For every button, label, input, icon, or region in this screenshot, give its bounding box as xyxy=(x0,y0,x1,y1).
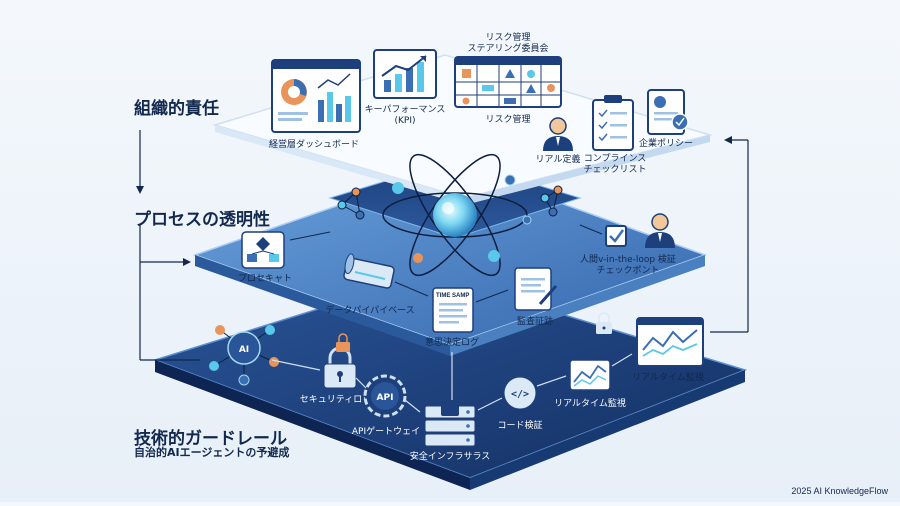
compliance-label-line2: チェックリスト xyxy=(583,164,646,175)
policy-label: 企業ポリシー xyxy=(639,137,693,149)
infra-label: 安全インフラサラス xyxy=(410,450,491,462)
committee-label-line1: リスク管理 xyxy=(485,31,530,43)
person-icon xyxy=(543,117,573,151)
clipboard-icon xyxy=(592,95,634,151)
process-label: プロセキャト xyxy=(238,273,292,284)
committee-grid-icon xyxy=(454,56,562,108)
realtime-label-1: リアルタイム監視 xyxy=(554,397,626,409)
api-gear-icon xyxy=(363,374,407,418)
security-lock-label: セキュリティロック xyxy=(300,394,380,405)
code-check-label: コード検証 xyxy=(497,419,542,431)
checkbox-icon xyxy=(605,225,627,247)
right-connectors xyxy=(710,136,749,333)
layer-title-transparency: プロセスの透明性 xyxy=(134,210,270,230)
hitl-person-icon xyxy=(645,213,675,248)
dashboard-label: 経営層ダッシュボード xyxy=(269,138,359,150)
code-icon: </> xyxy=(503,376,537,410)
policy-doc-icon xyxy=(647,89,689,135)
role-label: リアル定義 xyxy=(536,153,581,165)
gateway-label: APIゲートウェイ xyxy=(352,425,420,437)
audit-doc-icon xyxy=(514,267,558,311)
left-node-cluster xyxy=(337,187,365,220)
hitl-label-line2: チェックポント xyxy=(596,265,659,276)
small-lock-icon xyxy=(336,333,350,352)
right-node-cluster xyxy=(540,185,563,217)
footer-credit: 2025 AI KnowledgeFlow xyxy=(791,486,888,496)
pipeline-icon xyxy=(343,253,395,289)
risk-label: リスク管理 xyxy=(485,113,530,125)
document-icon: TIME SAMP xyxy=(432,287,474,333)
kpi-chart-icon xyxy=(373,49,437,99)
committee-label-line2: ステアリング委員会 xyxy=(467,42,548,54)
monitor-chart-icon-large xyxy=(636,317,704,367)
left-connectors xyxy=(136,130,200,361)
atom-core-icon xyxy=(382,153,532,277)
middle-arrows xyxy=(289,224,603,303)
kpi-label-line1: キーパフォーマンス xyxy=(365,104,446,115)
bottom-layer xyxy=(152,273,748,490)
flowchart-icon xyxy=(241,231,285,269)
svg-text:</>: </> xyxy=(511,389,529,400)
realtime-label-2: リアルタイム監視 xyxy=(632,371,704,383)
monitor-chart-icon xyxy=(569,359,611,391)
dashboard-icon xyxy=(271,59,361,133)
compliance-label-line1: コンプラインス xyxy=(584,153,647,164)
bottom-arrows xyxy=(271,352,633,413)
small-lock-icon-right xyxy=(596,312,612,334)
audit-label: 監査証跡 xyxy=(517,315,553,327)
layer-title-guardrails: 技術的ガードレール xyxy=(134,429,287,449)
decision-log-label: 意思決定ログ xyxy=(425,336,479,348)
api-label: API xyxy=(377,393,394,403)
hitl-label-line1: 人間v-in-the-loop 検証 xyxy=(580,253,676,265)
ai-node-icon xyxy=(209,325,279,386)
data-pipeline-label: データパイパイベース xyxy=(325,304,414,316)
kpi-label-line2: (KPI) xyxy=(394,116,415,126)
timestamp-label: TIME SAMP xyxy=(436,293,469,299)
lock-icon xyxy=(323,346,357,389)
ai-label: AI xyxy=(239,345,249,355)
layer-subtitle-guardrails: 自治的AIエージェントの予避成 xyxy=(134,446,290,459)
layer-title-organizational: 組織的責任 xyxy=(134,99,219,119)
server-stack-icon xyxy=(424,393,476,447)
